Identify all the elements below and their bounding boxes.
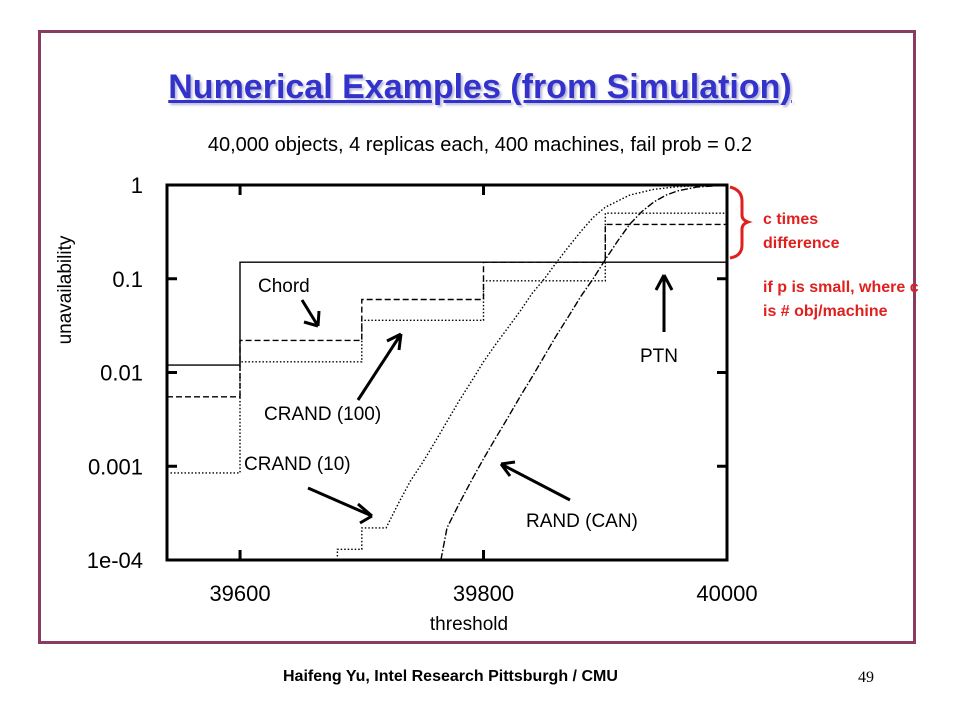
label-arrows xyxy=(300,274,674,525)
slide-frame xyxy=(38,30,916,644)
page-number: 49 xyxy=(858,669,874,686)
label-crand-10: CRAND (10) xyxy=(244,454,351,475)
series-line-crand-10 xyxy=(336,184,728,560)
x-tick-label: 39600 xyxy=(209,581,270,606)
arrow-crand-100 xyxy=(356,332,403,401)
y-tick-label: 0.001 xyxy=(88,454,143,479)
slide-title: Numerical Examples (from Simulation) xyxy=(168,68,792,106)
label-rand-can: RAND (CAN) xyxy=(526,511,638,532)
footer: Haifeng Yu, Intel Research Pittsburgh / … xyxy=(283,668,618,685)
series-layer xyxy=(167,184,728,561)
arrow-rand-can xyxy=(499,460,571,502)
annotation-c-times: c times difference xyxy=(763,211,840,252)
y-tick-label: 0.01 xyxy=(100,361,143,386)
label-ptn: PTN xyxy=(640,346,678,367)
y-tick-label: 1e-04 xyxy=(87,548,143,573)
y-axis-label: unavailability xyxy=(55,235,76,344)
ticks-layer: 1 0.1 0.01 0.001 1e-04 39600 39800 40000 xyxy=(87,173,758,606)
y-tick-label: 0.1 xyxy=(112,267,143,292)
brace-icon xyxy=(729,185,753,260)
arrow-chord xyxy=(300,299,321,328)
x-axis-label: threshold xyxy=(430,614,508,635)
arrow-ptn xyxy=(654,274,674,332)
series-line-crand-100 xyxy=(167,212,727,474)
slide-subtitle: 40,000 objects, 4 replicas each, 400 mac… xyxy=(207,134,753,156)
series-line-rand-can xyxy=(440,184,728,561)
y-tick-label: 1 xyxy=(131,173,143,198)
arrow-crand-10 xyxy=(307,486,373,525)
series-line-chord xyxy=(167,223,727,398)
label-chord: Chord xyxy=(258,276,310,297)
x-tick-label: 40000 xyxy=(696,581,757,606)
annotation-if-p-small: if p is small, where c is # obj/machine xyxy=(763,279,919,320)
label-crand-100: CRAND (100) xyxy=(264,404,381,425)
plot-area xyxy=(165,183,729,562)
x-tick-label: 39800 xyxy=(453,581,514,606)
